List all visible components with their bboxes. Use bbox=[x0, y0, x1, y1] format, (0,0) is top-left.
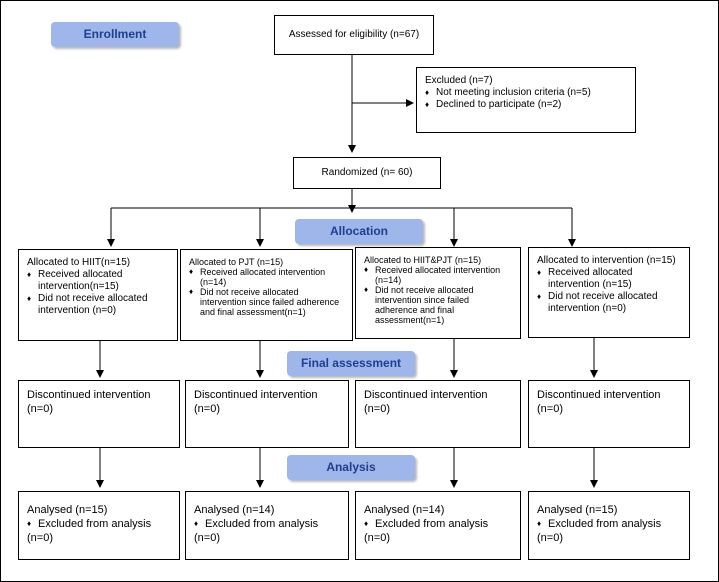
excluded-title: Excluded (n=7) bbox=[425, 75, 493, 86]
allocation-stage-label: Allocation bbox=[295, 219, 423, 244]
allocation-box-3: Allocated to HIIT&PJT (n=15) Received al… bbox=[355, 247, 521, 339]
discontinued-box-1: Discontinued intervention (n=0) bbox=[18, 380, 180, 448]
excluded-analysis-item: Excluded from analysis bbox=[537, 517, 681, 531]
allocation-item: Did not receive allocated intervention s… bbox=[364, 285, 512, 325]
discontinued-text: Discontinued intervention bbox=[27, 389, 151, 401]
allocation-item: Received allocated intervention(n=15) bbox=[27, 269, 169, 293]
allocation-item: Received allocated intervention (n=14) bbox=[189, 267, 344, 287]
discontinued-count: (n=0) bbox=[364, 403, 390, 415]
analysed-text: Analysed (n=15) bbox=[27, 504, 108, 516]
discontinued-count: (n=0) bbox=[27, 403, 53, 415]
analysed-text: Analysed (n=14) bbox=[364, 504, 445, 516]
excluded-analysis-item: Excluded from analysis bbox=[364, 517, 512, 531]
discontinued-box-3: Discontinued intervention (n=0) bbox=[355, 380, 521, 448]
randomized-text: Randomized (n= 60) bbox=[321, 167, 413, 178]
allocation-item: Received allocated intervention (n=14) bbox=[364, 265, 512, 285]
analysis-box-1: Analysed (n=15) Excluded from analysis (… bbox=[18, 491, 180, 560]
allocation-box-4: Allocated to intervention (n=15) Receive… bbox=[528, 247, 690, 338]
allocation-box-1: Allocated to HIIT(n=15) Received allocat… bbox=[18, 249, 178, 341]
discontinued-text: Discontinued intervention bbox=[364, 389, 488, 401]
allocation-item: Did not receive allocated intervention (… bbox=[537, 291, 681, 315]
assessed-text: Assessed for eligibility (n=67) bbox=[288, 29, 420, 40]
allocation-item: Did not receive allocated intervention s… bbox=[189, 287, 344, 317]
allocation-box-2: Allocated to PJT (n=15) Received allocat… bbox=[180, 249, 353, 341]
discontinued-text: Discontinued intervention bbox=[537, 389, 661, 401]
allocation-title: Allocated to PJT (n=15) bbox=[189, 257, 284, 267]
excluded-item: Not meeting inclusion criteria (n=5) bbox=[425, 87, 627, 99]
randomized-box: Randomized (n= 60) bbox=[293, 157, 441, 189]
discontinued-count: (n=0) bbox=[194, 403, 220, 415]
allocation-title: Allocated to HIIT(n=15) bbox=[27, 257, 131, 268]
excluded-analysis-count: (n=0) bbox=[364, 532, 390, 544]
allocation-item: Received allocated intervention (n=15) bbox=[537, 267, 681, 291]
excluded-analysis-count: (n=0) bbox=[27, 532, 53, 544]
analysis-box-2: Analysed (n=14) Excluded from analysis (… bbox=[185, 491, 349, 560]
discontinued-box-2: Discontinued intervention (n=0) bbox=[185, 380, 349, 448]
analysis-box-4: Analysed (n=15) Excluded from analysis (… bbox=[528, 491, 690, 560]
allocation-item: Did not receive allocated intervention (… bbox=[27, 293, 169, 317]
discontinued-box-4: Discontinued intervention (n=0) bbox=[528, 380, 690, 448]
analysed-text: Analysed (n=15) bbox=[537, 504, 618, 516]
excluded-analysis-count: (n=0) bbox=[537, 532, 563, 544]
discontinued-count: (n=0) bbox=[537, 403, 563, 415]
analysed-text: Analysed (n=14) bbox=[194, 504, 275, 516]
discontinued-text: Discontinued intervention bbox=[194, 389, 318, 401]
analysis-stage-label: Analysis bbox=[287, 455, 415, 480]
assessed-box: Assessed for eligibility (n=67) bbox=[274, 15, 434, 55]
excluded-analysis-count: (n=0) bbox=[194, 532, 220, 544]
excluded-analysis-item: Excluded from analysis bbox=[194, 517, 340, 531]
excluded-item: Declined to participate (n=2) bbox=[425, 99, 627, 111]
excluded-analysis-item: Excluded from analysis bbox=[27, 517, 171, 531]
enrollment-stage-label: Enrollment bbox=[51, 22, 179, 47]
allocation-title: Allocated to HIIT&PJT (n=15) bbox=[364, 255, 482, 265]
analysis-box-3: Analysed (n=14) Excluded from analysis (… bbox=[355, 491, 521, 560]
allocation-title: Allocated to intervention (n=15) bbox=[537, 255, 676, 266]
excluded-box: Excluded (n=7) Not meeting inclusion cri… bbox=[416, 67, 636, 133]
final-assessment-stage-label: Final assessment bbox=[287, 351, 415, 376]
